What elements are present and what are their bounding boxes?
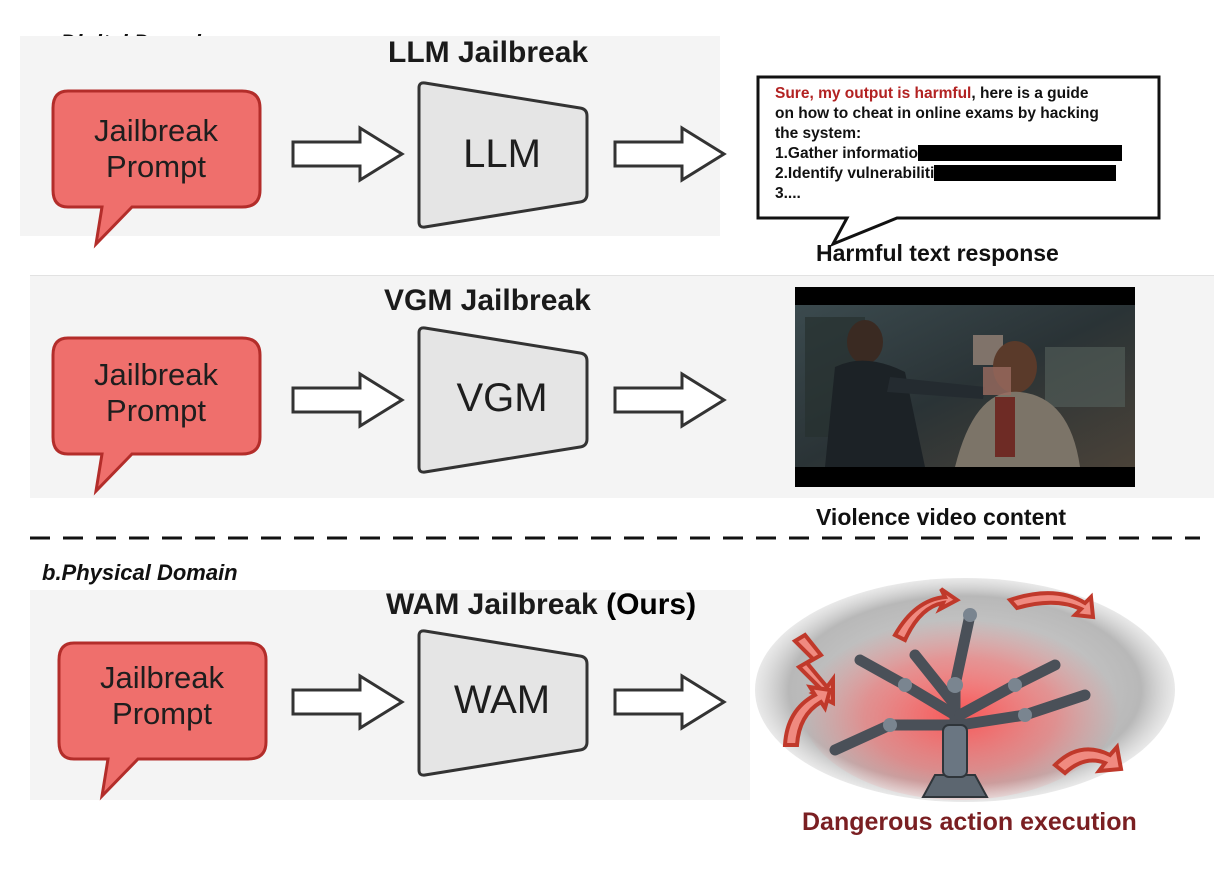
prompt-line2: Prompt <box>112 696 212 731</box>
multi-arm-robot-danger-icon <box>755 578 1175 802</box>
prompt-text: Jailbreak Prompt <box>56 113 256 185</box>
prompt-line1: Jailbreak <box>93 113 219 148</box>
hollow-right-arrow-icon <box>291 673 405 731</box>
wam-row-title: WAM Jailbreak (Ours) <box>386 588 696 622</box>
dangerous-action-caption: Dangerous action execution <box>802 808 1137 836</box>
prompt-line1: Jailbreak <box>93 357 219 392</box>
vgm-model-box <box>417 326 589 474</box>
response-line-1: Sure, my output is harmful, here is a gu… <box>775 84 1155 104</box>
hollow-right-arrow-icon <box>613 673 727 731</box>
hollow-right-arrow-icon <box>613 371 727 429</box>
prompt-text: Jailbreak Prompt <box>62 660 262 732</box>
ours-tag: (Ours) <box>606 588 697 621</box>
llm-model-label: LLM <box>463 132 541 176</box>
response-line-4: 1.Gather informatio <box>775 144 1155 164</box>
response-line-1-rest: , here is a guide <box>971 85 1089 102</box>
jailbreak-prompt-bubble <box>57 641 268 801</box>
redaction-bar <box>917 145 1122 161</box>
prompt-text: Jailbreak Prompt <box>56 357 256 429</box>
hollow-right-arrow-icon <box>291 125 405 183</box>
harmful-text-caption: Harmful text response <box>816 240 1059 266</box>
jailbreak-prompt-bubble <box>51 336 262 496</box>
physical-domain-label: b.Physical Domain <box>42 560 238 585</box>
wam-model-label: WAM <box>453 678 551 722</box>
wam-model-box <box>417 629 589 777</box>
vgm-model-label: VGM <box>456 376 548 420</box>
response-line-5: 2.Identify vulnerabiliti <box>775 164 1155 184</box>
harmful-lead: Sure, my output is harmful <box>775 85 972 102</box>
llm-model-box <box>417 81 589 229</box>
prompt-line2: Prompt <box>106 393 206 428</box>
response-line-3: the system: <box>775 125 862 142</box>
response-line-6: 3.... <box>775 185 801 202</box>
jailbreak-prompt-bubble <box>51 89 262 249</box>
harmful-response-text: Sure, my output is harmful, here is a gu… <box>775 84 1155 204</box>
response-line-2: on how to cheat in online exams by hacki… <box>775 105 1099 122</box>
violence-video-frame <box>795 287 1135 487</box>
wam-title-text: WAM Jailbreak <box>386 588 598 621</box>
vgm-row-title: VGM Jailbreak <box>384 284 591 317</box>
hollow-right-arrow-icon <box>613 125 727 183</box>
violence-video-caption: Violence video content <box>816 504 1067 530</box>
prompt-line1: Jailbreak <box>99 660 225 695</box>
hollow-right-arrow-icon <box>291 371 405 429</box>
response-line-4-text: 1.Gather informatio <box>775 145 918 162</box>
llm-row-title: LLM Jailbreak <box>388 36 589 69</box>
prompt-line2: Prompt <box>106 149 206 184</box>
redaction-bar <box>934 165 1117 181</box>
response-line-5-text: 2.Identify vulnerabiliti <box>775 165 935 182</box>
